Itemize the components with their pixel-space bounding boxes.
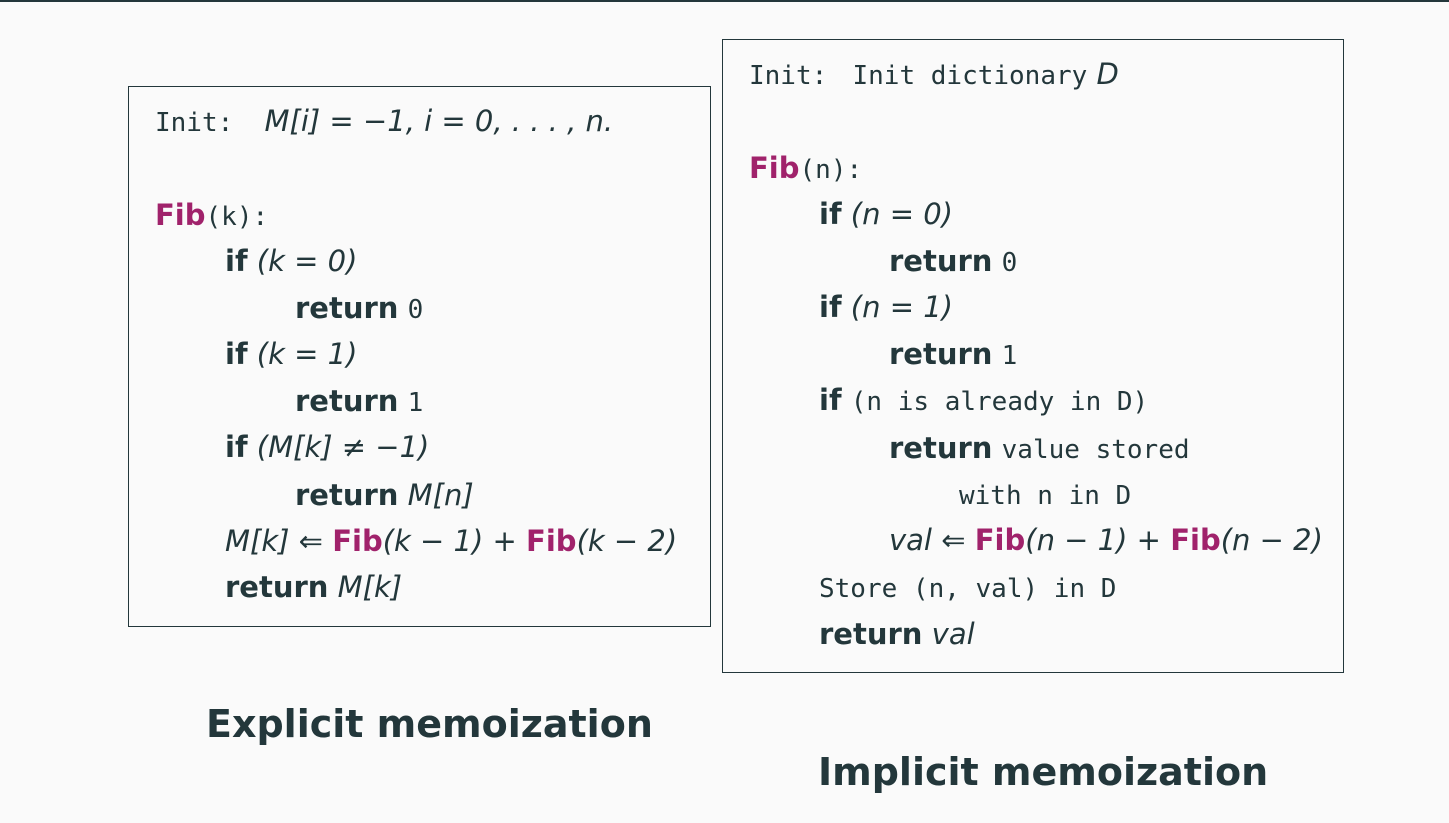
implicit-init-var: D [1096, 57, 1119, 91]
implicit-line-2: return 0 [889, 241, 1017, 283]
explicit-fn-name: Fib [155, 198, 206, 232]
keyword: return [295, 291, 399, 325]
explicit-fn-args: (k): [205, 202, 269, 232]
implicit-init-line: Init: Init dictionary D [749, 54, 1119, 96]
expr: (k = 1) [256, 337, 358, 371]
expr: 0 [407, 295, 424, 325]
explicit-assign-line: M[k] ⇐ Fib(k − 1) + Fib(k − 2) [225, 521, 677, 561]
expr: with n in D [959, 481, 1132, 511]
implicit-init-label: Init: [749, 61, 828, 91]
keyword: if [225, 244, 248, 278]
implicit-cont-line: with n in D [959, 474, 1131, 516]
explicit-caption: Explicit memoization [206, 702, 653, 746]
explicit-memo-box: Init: M[i] = −1, i = 0, . . . , n. Fib(k… [128, 86, 711, 627]
assign-lhs: val ⇐ [889, 523, 975, 557]
keyword: if [225, 430, 248, 464]
implicit-fn-name: Fib [749, 151, 800, 185]
keyword: return [889, 431, 993, 465]
explicit-line-3: if (k = 1) [225, 334, 357, 374]
fib-arg-1: (n − 1) + [1025, 523, 1171, 557]
keyword: if [819, 197, 842, 231]
fib-call-2: Fib [1170, 523, 1221, 557]
expr: M[n] [407, 478, 474, 512]
implicit-line-1: if (n = 0) [819, 194, 953, 234]
explicit-line-2: return 0 [295, 288, 423, 330]
expr: (k = 0) [256, 244, 358, 278]
keyword: if [819, 383, 842, 417]
expr: value stored [1001, 435, 1190, 465]
explicit-init-label: Init: [155, 108, 234, 138]
fib-arg-2: (k − 2) [576, 524, 678, 558]
explicit-fn-signature: Fib(k): [155, 195, 268, 237]
explicit-final-return: return M[k] [225, 567, 402, 607]
implicit-line-3: if (n = 1) [819, 287, 953, 327]
implicit-store-line: Store (n, val) in D [819, 567, 1116, 609]
explicit-init-line: Init: M[i] = −1, i = 0, . . . , n. [155, 101, 613, 143]
implicit-memo-box: Init: Init dictionary D Fib(n): if (n = … [722, 39, 1344, 673]
keyword: return [889, 337, 993, 371]
explicit-line-4: return 1 [295, 381, 423, 423]
top-rule [0, 0, 1449, 2]
expr: (n is already in D) [850, 387, 1149, 417]
expr: Store (n, val) in D [819, 574, 1117, 604]
keyword: if [819, 290, 842, 324]
keyword: return [889, 244, 993, 278]
expr: 1 [407, 388, 424, 418]
expr: val [931, 617, 975, 651]
explicit-line-1: if (k = 0) [225, 241, 357, 281]
implicit-fn-args: (n): [799, 155, 863, 185]
fib-call-2: Fib [526, 524, 577, 558]
implicit-final-return: return val [819, 614, 975, 654]
implicit-line-6: return value stored [889, 428, 1190, 470]
fib-call-1: Fib [332, 524, 383, 558]
fib-arg-1: (k − 1) + [382, 524, 527, 558]
expr: (n = 0) [850, 197, 953, 231]
explicit-line-5: if (M[k] ≠ −1) [225, 427, 429, 467]
explicit-init-expr: M[i] = −1, i = 0, . . . , n. [264, 104, 614, 138]
expr: 0 [1001, 248, 1018, 278]
fib-arg-2: (n − 2) [1220, 523, 1323, 557]
expr: 1 [1001, 341, 1018, 371]
expr: (n = 1) [850, 290, 953, 324]
fib-call-1: Fib [974, 523, 1026, 557]
keyword: if [225, 337, 248, 371]
assign-lhs: M[k] ⇐ [225, 524, 333, 558]
implicit-init-text: Init dictionary [852, 61, 1088, 91]
expr: (M[k] ≠ −1) [256, 430, 430, 464]
keyword: return [819, 617, 923, 651]
implicit-assign-line: val ⇐ Fib(n − 1) + Fib(n − 2) [889, 520, 1323, 560]
keyword: return [295, 384, 399, 418]
implicit-line-4: return 1 [889, 334, 1017, 376]
keyword: return [295, 478, 399, 512]
explicit-line-6: return M[n] [295, 475, 474, 515]
keyword: return [225, 570, 329, 604]
implicit-fn-signature: Fib(n): [749, 148, 862, 190]
implicit-caption: Implicit memoization [818, 750, 1269, 794]
implicit-line-5: if (n is already in D) [819, 380, 1148, 422]
expr: M[k] [337, 570, 403, 604]
